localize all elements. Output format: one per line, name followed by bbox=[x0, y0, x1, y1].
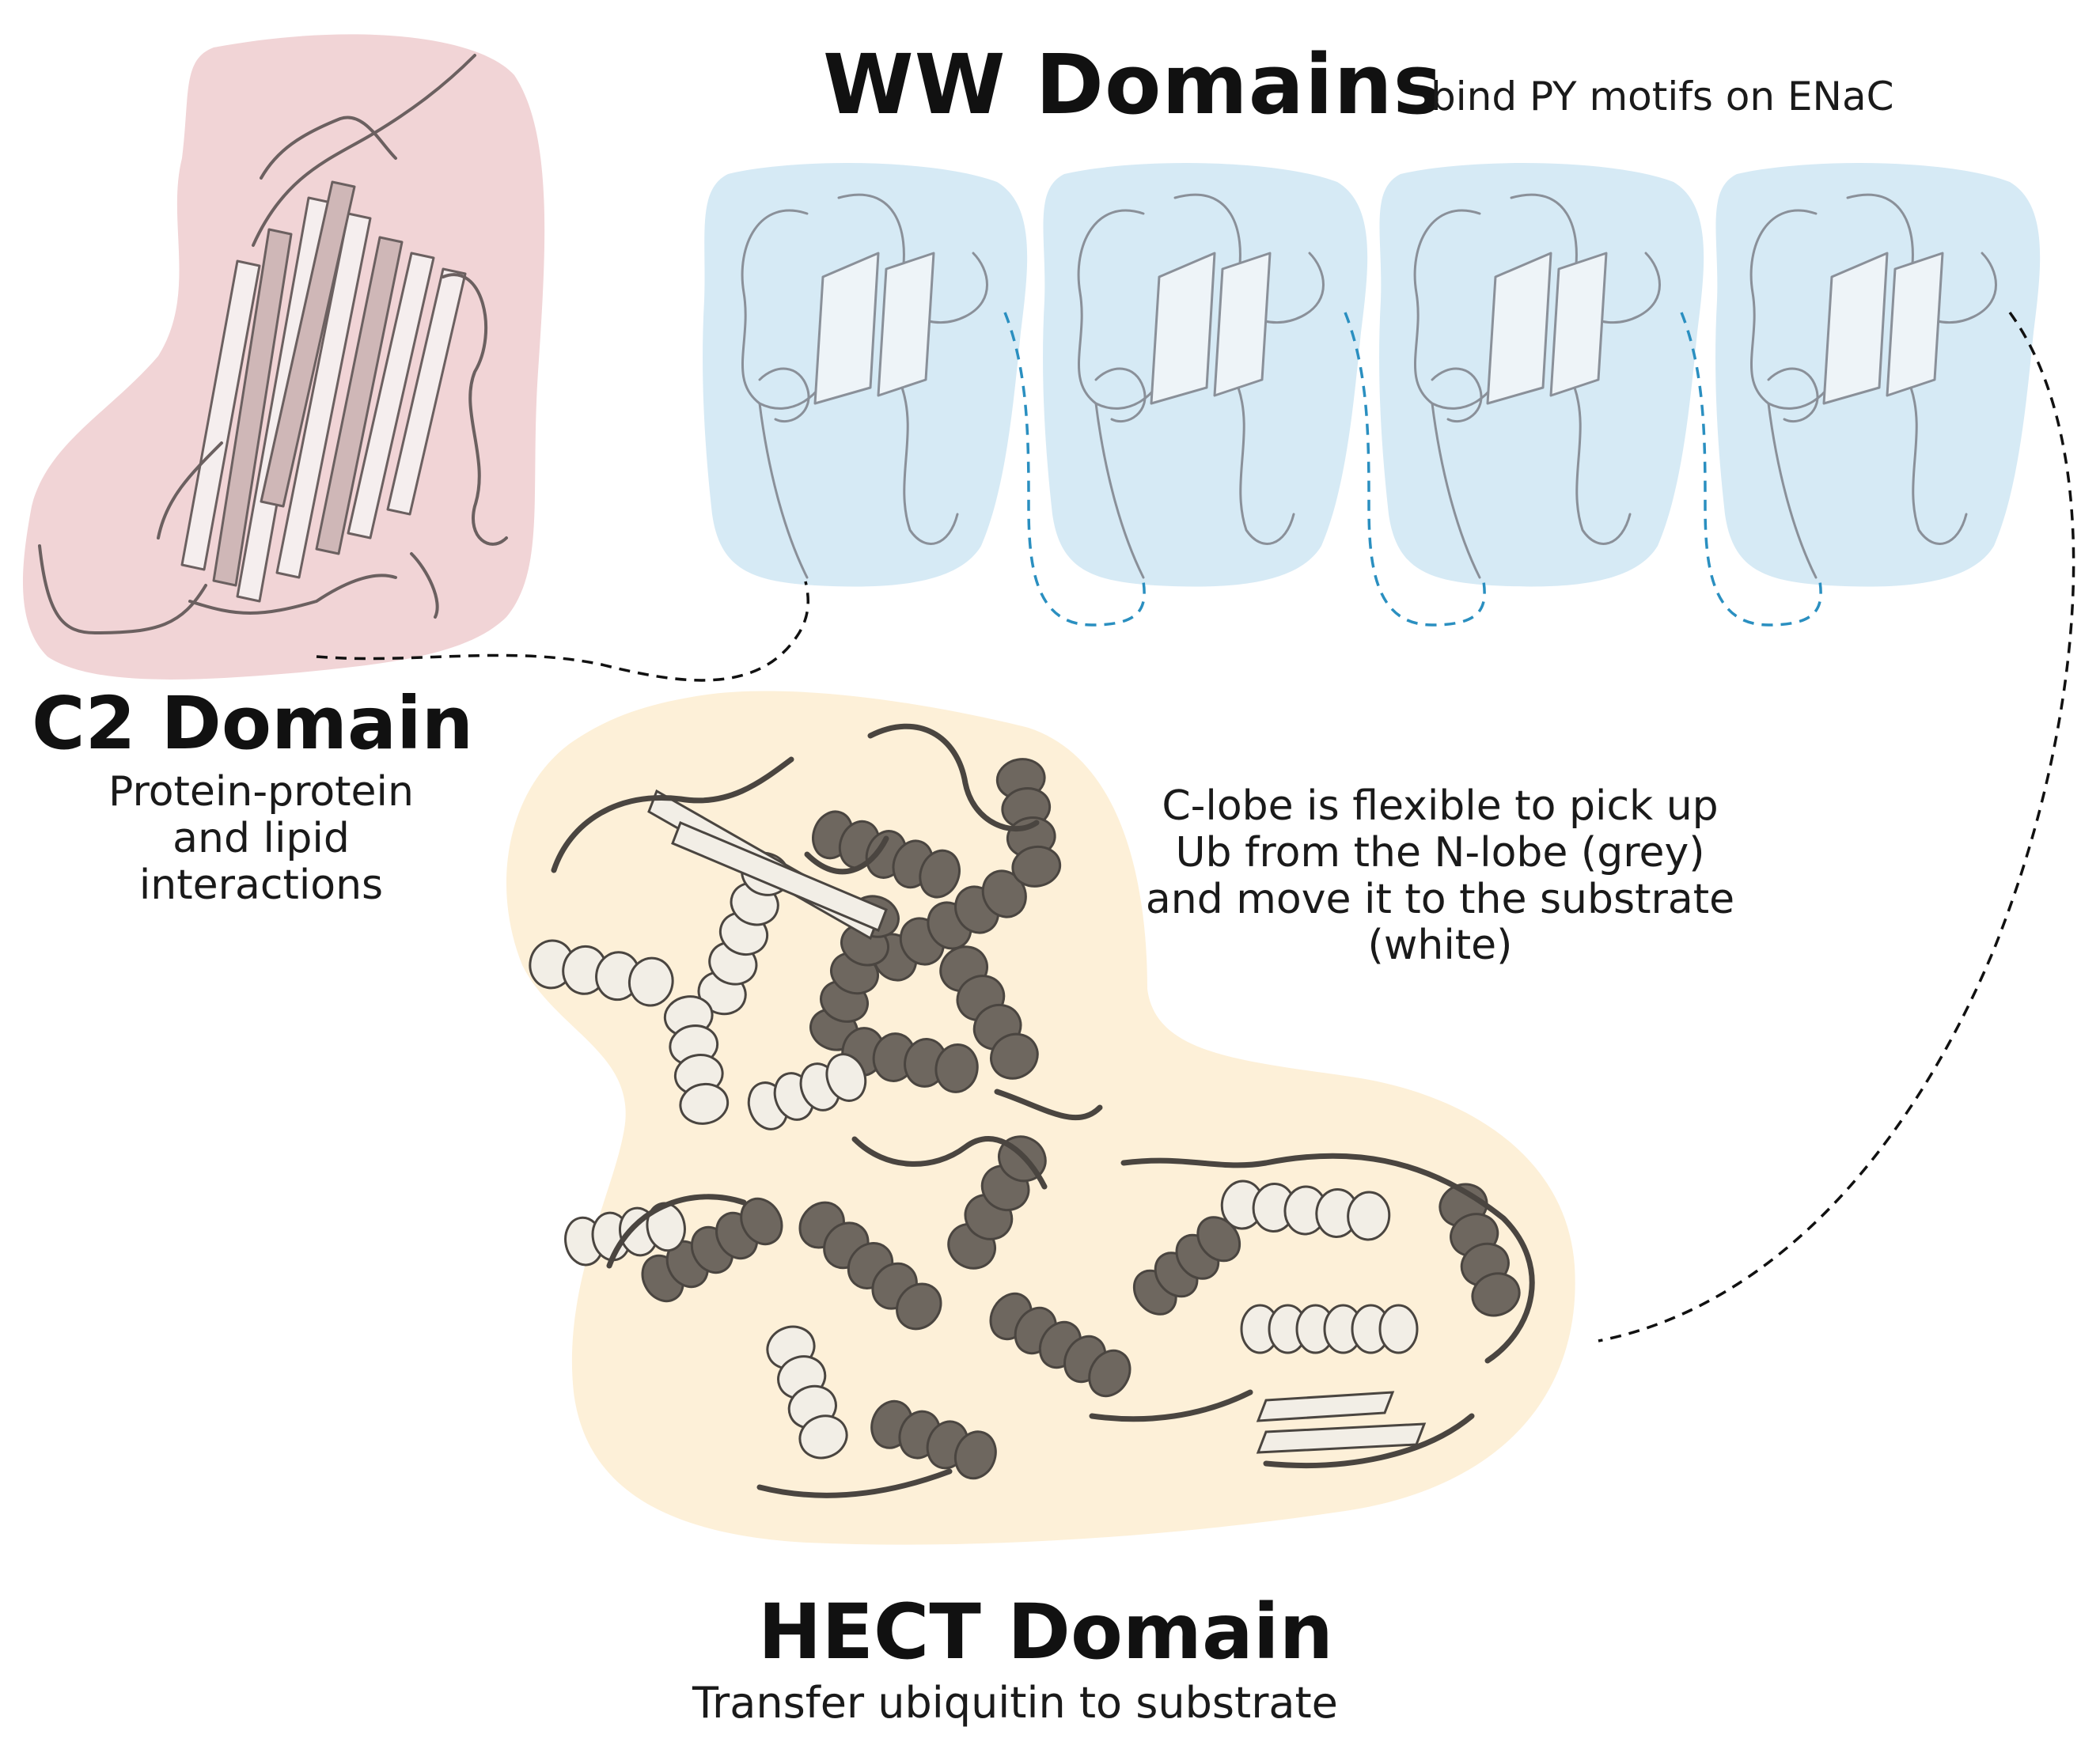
hect-domain-subtitle: Transfer ubiquitin to substrate bbox=[692, 1678, 1338, 1728]
ww-domain-4-structure bbox=[1749, 193, 1997, 579]
hect-helix bbox=[1240, 1304, 1419, 1354]
hect-loop bbox=[1120, 1153, 1535, 1364]
c2-loop bbox=[188, 574, 397, 615]
hect-beta-strand bbox=[671, 821, 888, 932]
ww-backbone bbox=[1549, 252, 1608, 397]
ww-backbone bbox=[1767, 402, 1818, 579]
c2-to-ww-linker bbox=[316, 581, 809, 682]
hect-helix bbox=[989, 1292, 1131, 1398]
c2-loop bbox=[260, 115, 397, 180]
hect-helix bbox=[1220, 1180, 1391, 1241]
ww-domains-subtitle: bind PY motifs on ENaC bbox=[1431, 74, 1894, 119]
ww-to-hect-linker bbox=[1598, 311, 2075, 1342]
c2-domain-structure bbox=[38, 54, 508, 635]
hect-helix bbox=[939, 945, 1039, 1080]
ww-backbone bbox=[1886, 252, 1944, 397]
hect-helix bbox=[564, 1202, 686, 1267]
ww-backbone bbox=[1413, 209, 1505, 410]
hect-loop bbox=[994, 1089, 1103, 1121]
c2-loop bbox=[442, 273, 508, 546]
ww-backbone bbox=[1573, 386, 1632, 545]
c-lobe-annotation: C-lobe is flexible to pick up Ub from th… bbox=[1145, 782, 1735, 970]
c2-beta-strand bbox=[386, 267, 467, 516]
hect-helix bbox=[798, 1201, 942, 1331]
hect-helix bbox=[663, 995, 730, 1125]
ww-backbone bbox=[1077, 209, 1169, 410]
ww-domains-title: WW Domains bbox=[823, 36, 1443, 133]
ww-backbone bbox=[1767, 367, 1819, 423]
hect-loop bbox=[804, 835, 889, 875]
hect-loop bbox=[551, 756, 794, 873]
ww-backbone bbox=[1237, 386, 1295, 545]
ww-backbone bbox=[758, 402, 809, 579]
ww-backbone bbox=[1749, 209, 1841, 410]
ww-backbone bbox=[1213, 252, 1272, 397]
ww-backbone bbox=[758, 367, 810, 423]
hect-loop bbox=[1263, 1413, 1475, 1468]
c2-domain-subtitle: Protein-protein and lipid interactions bbox=[108, 768, 414, 909]
hect-loop bbox=[756, 1468, 953, 1498]
hect-helix bbox=[747, 1053, 867, 1130]
c2-loop bbox=[410, 552, 439, 619]
ww-backbone bbox=[1150, 252, 1216, 405]
hect-helix bbox=[529, 939, 674, 1007]
ww-backbone bbox=[1486, 252, 1552, 405]
hect-domain-structure bbox=[529, 723, 1535, 1498]
ww-backbone bbox=[741, 209, 832, 410]
ww-backbone bbox=[1909, 386, 1968, 545]
ww-backbone bbox=[1094, 402, 1145, 579]
ww-backbone bbox=[1431, 367, 1483, 423]
c2-loop bbox=[38, 544, 207, 635]
ww-backbone bbox=[1094, 367, 1147, 423]
ww-backbone bbox=[1822, 252, 1889, 405]
hect-domain-title: HECT Domain bbox=[758, 1588, 1333, 1676]
c2-beta-strand bbox=[315, 236, 404, 555]
c2-loop bbox=[252, 54, 476, 247]
c2-beta-strand bbox=[275, 212, 372, 579]
hect-helix bbox=[766, 1325, 848, 1460]
ww1-ww2-linker bbox=[1003, 312, 1146, 627]
hect-beta-strand bbox=[1256, 1391, 1395, 1422]
ww-backbone bbox=[900, 386, 959, 545]
ww3-ww4-linker bbox=[1680, 312, 1822, 627]
ww-domain-2-structure bbox=[1077, 193, 1325, 579]
c2-beta-strand bbox=[347, 252, 435, 540]
c2-beta-strand bbox=[260, 180, 356, 508]
c2-loop bbox=[157, 441, 223, 540]
ww2-ww3-linker bbox=[1344, 312, 1486, 627]
ww-backbone bbox=[877, 252, 935, 397]
hect-helix bbox=[812, 810, 961, 899]
ww-domain-3-structure bbox=[1413, 193, 1661, 579]
hect-loop bbox=[867, 723, 1040, 832]
hect-loop bbox=[606, 1194, 747, 1269]
hect-helix bbox=[1132, 1216, 1241, 1316]
hect-helix bbox=[870, 1399, 997, 1480]
hect-loop bbox=[1089, 1389, 1253, 1422]
ww-backbone bbox=[1431, 402, 1481, 579]
c2-beta-strand bbox=[212, 228, 293, 587]
hect-helix bbox=[841, 1027, 979, 1093]
c2-domain-title: C2 Domain bbox=[32, 681, 474, 766]
ww-backbone bbox=[813, 252, 880, 405]
ww-domain-1-structure bbox=[741, 193, 988, 579]
hect-loop bbox=[851, 1136, 1048, 1190]
